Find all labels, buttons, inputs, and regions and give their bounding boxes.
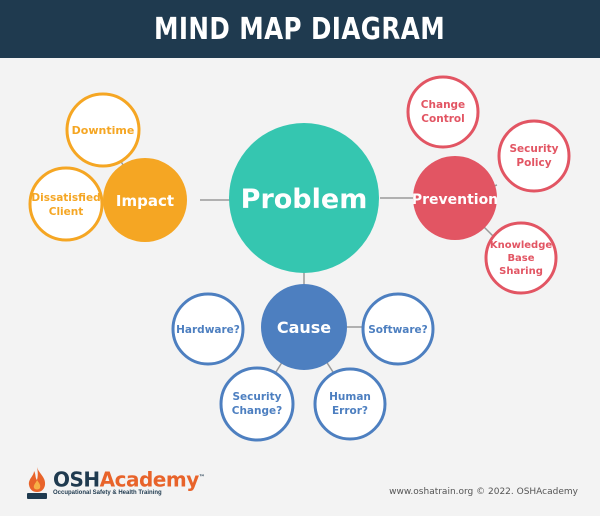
- header-bar: MIND MAP DIAGRAM: [0, 0, 600, 58]
- dissatisfied-client-node: [28, 166, 104, 242]
- change-control-label-line1: Change: [421, 99, 465, 111]
- logo-text-osh: OSH: [53, 467, 100, 492]
- prevention-node: [413, 156, 497, 240]
- hardware-node: [171, 292, 245, 366]
- cause-label: Cause: [277, 318, 331, 337]
- knowledge-base-sharing-label-line1: Knowledge: [490, 240, 553, 251]
- impact-label: Impact: [116, 192, 174, 210]
- problem-node: [229, 123, 379, 273]
- change-control-node: [406, 75, 480, 149]
- dissatisfied-client-label-line2: Client: [49, 206, 84, 218]
- hardware-label: Hardware?: [176, 324, 240, 336]
- software-label: Software?: [368, 324, 428, 336]
- human-error-label-line2: Error?: [332, 405, 368, 417]
- prevention-label: Prevention: [412, 192, 498, 208]
- cause-node: [261, 284, 347, 370]
- problem-label: Problem: [241, 184, 368, 215]
- human-error-label-line1: Human: [329, 391, 371, 403]
- security-policy-label-line2: Policy: [516, 157, 551, 169]
- downtime-label: Downtime: [72, 124, 135, 137]
- security-change-label-line2: Change?: [232, 405, 282, 417]
- oshacademy-logo: OSHAcademy™ Occupational Safety & Health…: [24, 466, 205, 500]
- logo-text-academy: Academy: [99, 467, 200, 492]
- security-policy-node: [497, 119, 571, 193]
- software-node: [361, 292, 435, 366]
- footer-credit: www.oshatrain.org © 2022. OSHAcademy: [389, 487, 578, 497]
- knowledge-base-sharing-node: [484, 221, 558, 295]
- dissatisfied-client-label-line1: Dissatisfied: [31, 192, 100, 204]
- knowledge-base-sharing-label-line2: Base: [507, 253, 534, 264]
- logo-tagline: Occupational Safety & Health Training: [53, 490, 162, 497]
- impact-node: [103, 158, 187, 242]
- security-change-node: [219, 366, 295, 442]
- downtime-node: [65, 92, 141, 168]
- change-control-label-line2: Control: [421, 113, 464, 125]
- knowledge-base-sharing-label-line3: Sharing: [499, 266, 543, 277]
- flame-icon: [27, 467, 47, 499]
- page-title: MIND MAP DIAGRAM: [154, 11, 446, 47]
- security-policy-label-line1: Security: [509, 143, 558, 155]
- security-change-label-line1: Security: [232, 391, 281, 403]
- logo-trademark: ™: [198, 473, 205, 481]
- human-error-node: [313, 367, 387, 441]
